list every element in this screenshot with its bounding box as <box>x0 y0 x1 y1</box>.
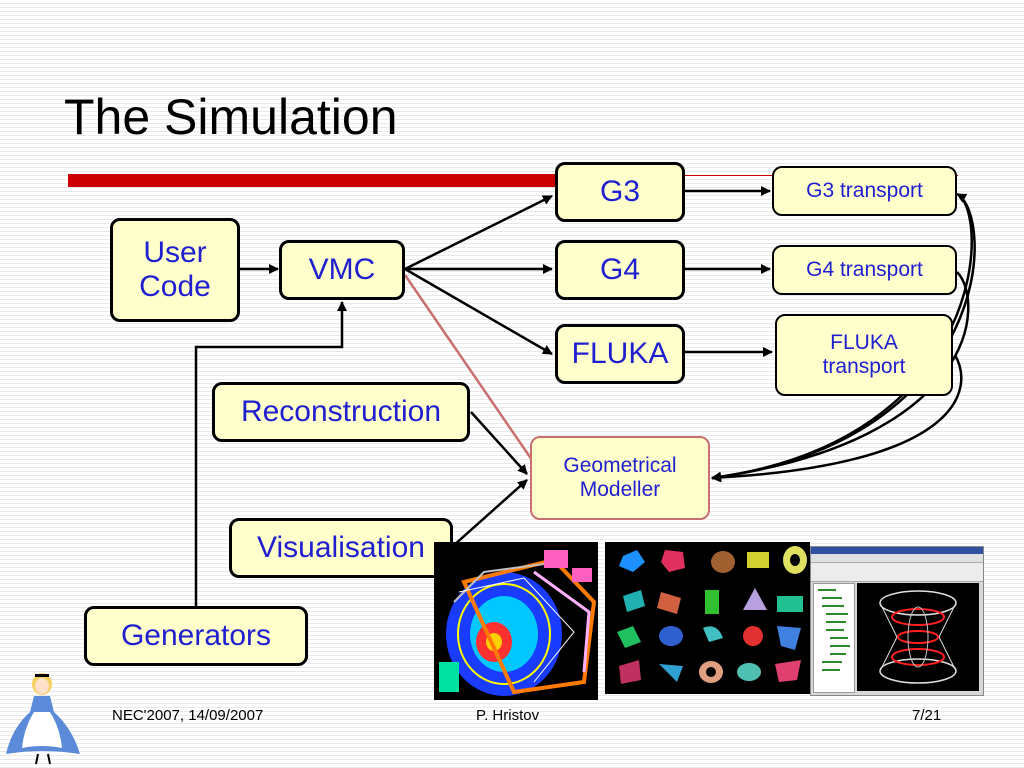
window-titlebar <box>811 547 983 554</box>
title-underline-line <box>568 175 958 176</box>
link-vmc-geo <box>403 274 534 461</box>
visualisation-box: Visualisation <box>229 518 453 578</box>
g4-label: G4 <box>599 252 641 286</box>
title-underline-bar <box>68 174 568 187</box>
g3-label: G3 <box>599 174 641 208</box>
arrow-flukatransport-geo <box>711 354 963 483</box>
detector-geometry-image <box>434 542 598 700</box>
reconstruction-box: Reconstruction <box>212 382 470 442</box>
analysis-window-image <box>810 546 984 696</box>
user-code-box: User Code <box>110 218 240 322</box>
window-3d-view <box>857 583 979 691</box>
window-tree-panel <box>813 583 855 693</box>
generators-label: Generators <box>120 618 272 652</box>
g3-box: G3 <box>555 162 685 222</box>
geometrical-modeller-box: Geometrical Modeller <box>530 436 710 520</box>
fluka-box: FLUKA <box>555 324 685 384</box>
footer-page-number: 7/21 <box>912 707 942 724</box>
arrow-reconstruction-geo <box>470 411 528 475</box>
window-toolbar <box>811 563 983 582</box>
generators-box: Generators <box>84 606 308 666</box>
g4-transport-label: G4 transport <box>806 257 923 281</box>
arrow-vmc-g3 <box>404 194 553 271</box>
geometry-shapes-image <box>605 542 810 694</box>
window-menubar <box>811 554 983 563</box>
arrow-generators-vmc <box>194 301 347 606</box>
vmc-box: VMC <box>279 240 405 300</box>
g4-box: G4 <box>555 240 685 300</box>
g3-transport-box: G3 transport <box>772 166 957 216</box>
alice-mascot-illustration <box>6 673 80 765</box>
vmc-label: VMC <box>308 252 376 286</box>
user-code-label: User Code <box>139 235 211 304</box>
arrow-visualisation-geo <box>452 479 528 547</box>
slide-title: The Simulation <box>64 89 398 145</box>
arrow-vmc-fluka <box>404 267 553 356</box>
footer-author: P. Hristov <box>476 707 540 724</box>
visualisation-label: Visualisation <box>257 530 425 564</box>
reconstruction-label: Reconstruction <box>240 394 442 428</box>
geometrical-modeller-label: Geometrical Modeller <box>563 453 677 501</box>
fluka-transport-label: FLUKA transport <box>822 330 906 378</box>
fluka-label: FLUKA <box>571 336 669 370</box>
g3-transport-label: G3 transport <box>806 178 923 202</box>
arrow-geo-g3transport <box>711 192 976 480</box>
footer-conference-date: NEC'2007, 14/09/2007 <box>112 707 264 724</box>
g4-transport-box: G4 transport <box>772 245 957 295</box>
fluka-transport-box: FLUKA transport <box>775 314 953 396</box>
